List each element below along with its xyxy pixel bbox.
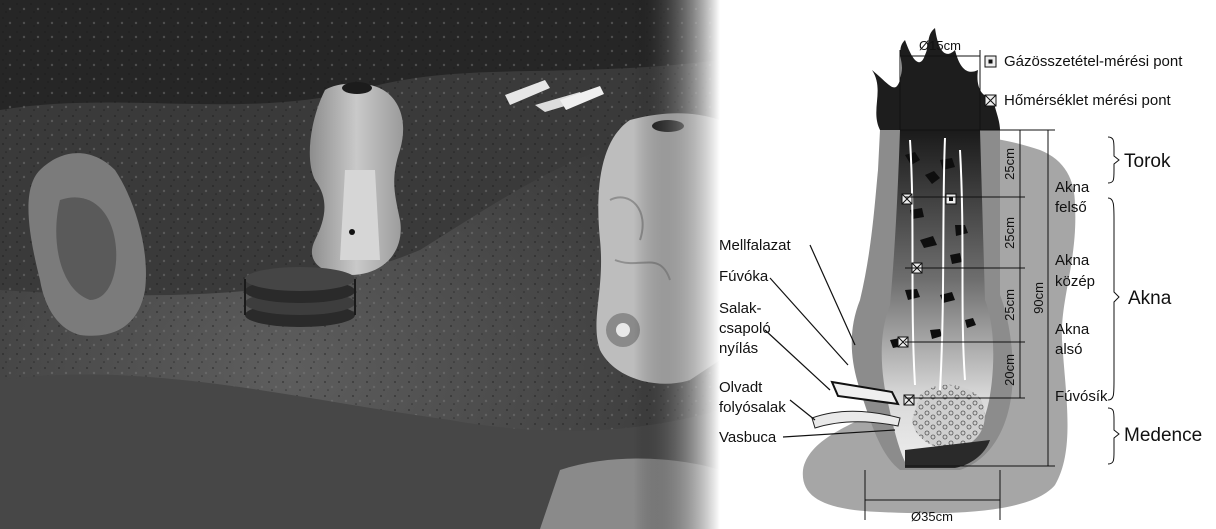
total-height-label: 90cm [1031,282,1046,314]
fuvosik-label: Fúvósík [1055,388,1108,405]
olvadt-label-1: Olvadt [719,379,763,396]
akna-kozep-label-1: Akna [1055,252,1090,269]
seg4-label: 20cm [1002,354,1017,386]
seg3-label: 25cm [1002,289,1017,321]
top-diameter-label: Ø15cm [919,38,961,53]
seg2-label: 25cm [1002,217,1017,249]
seg1-label: 25cm [1002,148,1017,180]
torok-label: Torok [1124,151,1171,172]
medence-label: Medence [1124,425,1202,446]
vasbuca-label: Vasbuca [719,429,777,446]
bottom-diameter-label: Ø35cm [911,509,953,524]
legend-temp-icon [985,95,996,106]
salak-label-2: csapoló [719,320,771,337]
bloom-ore [912,385,985,449]
olvadt-label-2: folyósalak [719,399,786,416]
legend-gas-icon [985,56,996,67]
legend-gas-label: Gázösszetétel-mérési pont [1004,53,1183,70]
akna-label: Akna [1128,288,1172,309]
fuvoka-label: Fúvóka [719,268,769,285]
legend-temp-label: Hőmérséklet mérési pont [1004,92,1172,109]
salak-label-3: nyílás [719,340,758,357]
salak-label-1: Salak- [719,300,762,317]
mellfalazat-label: Mellfalazat [719,237,792,254]
akna-felso-label-2: felső [1055,199,1087,216]
zone-braces [1108,137,1119,464]
gas-markers [946,194,956,204]
akna-also-label-1: Akna [1055,321,1090,338]
akna-felso-label-1: Akna [1055,179,1090,196]
akna-also-label-2: alsó [1055,341,1083,358]
akna-kozep-label-2: közép [1055,273,1095,290]
